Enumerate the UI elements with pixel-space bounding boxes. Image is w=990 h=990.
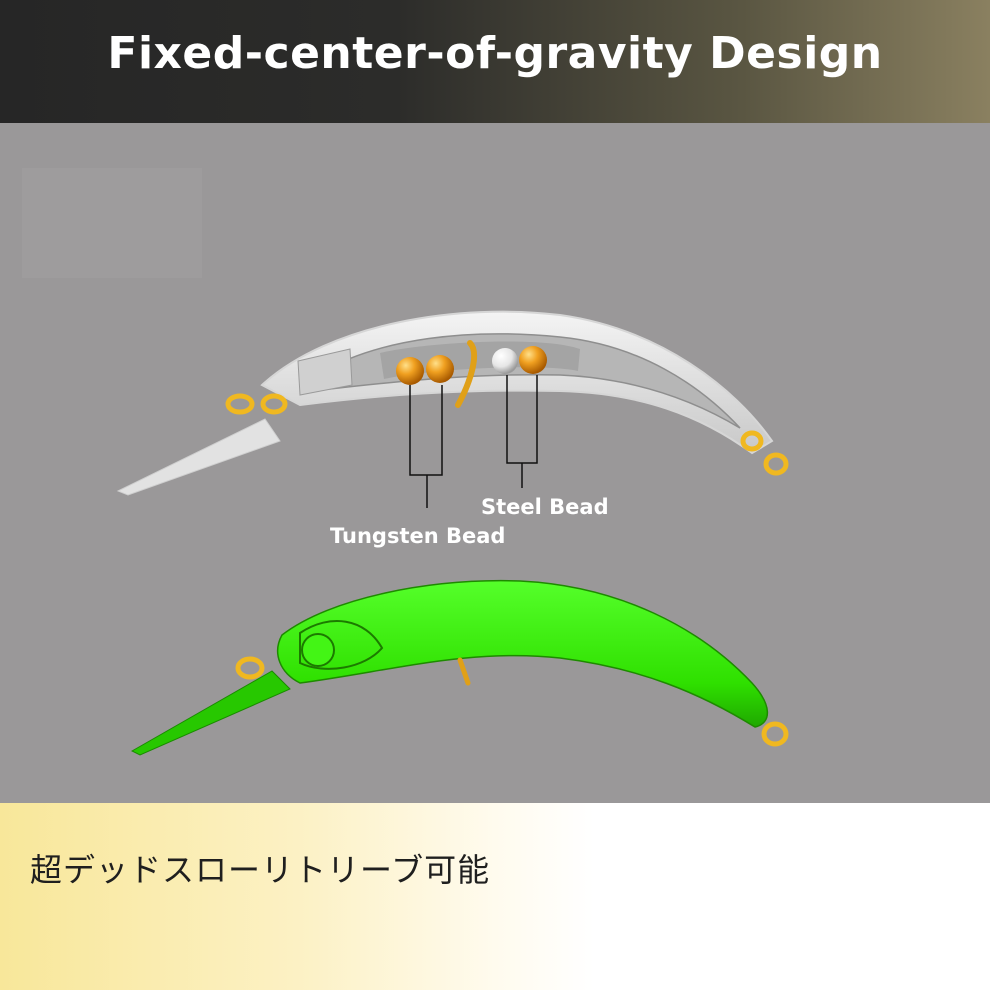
tungsten-bead-3 [519, 346, 547, 374]
gill-plate [299, 620, 384, 670]
feature-caption: 超デッドスローリトリーブ可能 [30, 851, 491, 889]
cutaway-lure [116, 310, 789, 508]
page-title: Fixed-center-of-gravity Design [107, 28, 883, 79]
green-lure-clip [457, 657, 471, 686]
footer-banner: 超デッドスローリトリーブ可能 [0, 803, 990, 990]
tungsten-bead-2 [426, 355, 454, 383]
lure-lip [116, 418, 281, 496]
lure-diagram [22, 168, 789, 756]
green-rear-line-tie [761, 721, 789, 747]
green-front-line-tie [235, 656, 265, 680]
weight-clip [455, 340, 477, 408]
green-lure [130, 579, 789, 756]
steel-bead [492, 348, 518, 374]
header-banner: Fixed-center-of-gravity Design [0, 0, 990, 123]
rear-line-tie [740, 430, 789, 476]
green-lure-body [277, 579, 769, 728]
head-chamber [297, 348, 353, 396]
steel-bead-label: Steel Bead [481, 495, 609, 519]
front-line-tie [225, 393, 288, 415]
background-smudge [22, 168, 202, 278]
diagram-area: Steel Bead Tungsten Bead [0, 123, 990, 803]
leader-lines [409, 375, 538, 508]
green-lure-eye [301, 633, 335, 667]
tungsten-bead-label: Tungsten Bead [330, 524, 506, 548]
green-lure-lip [130, 670, 291, 756]
tungsten-bead-1 [396, 357, 424, 385]
